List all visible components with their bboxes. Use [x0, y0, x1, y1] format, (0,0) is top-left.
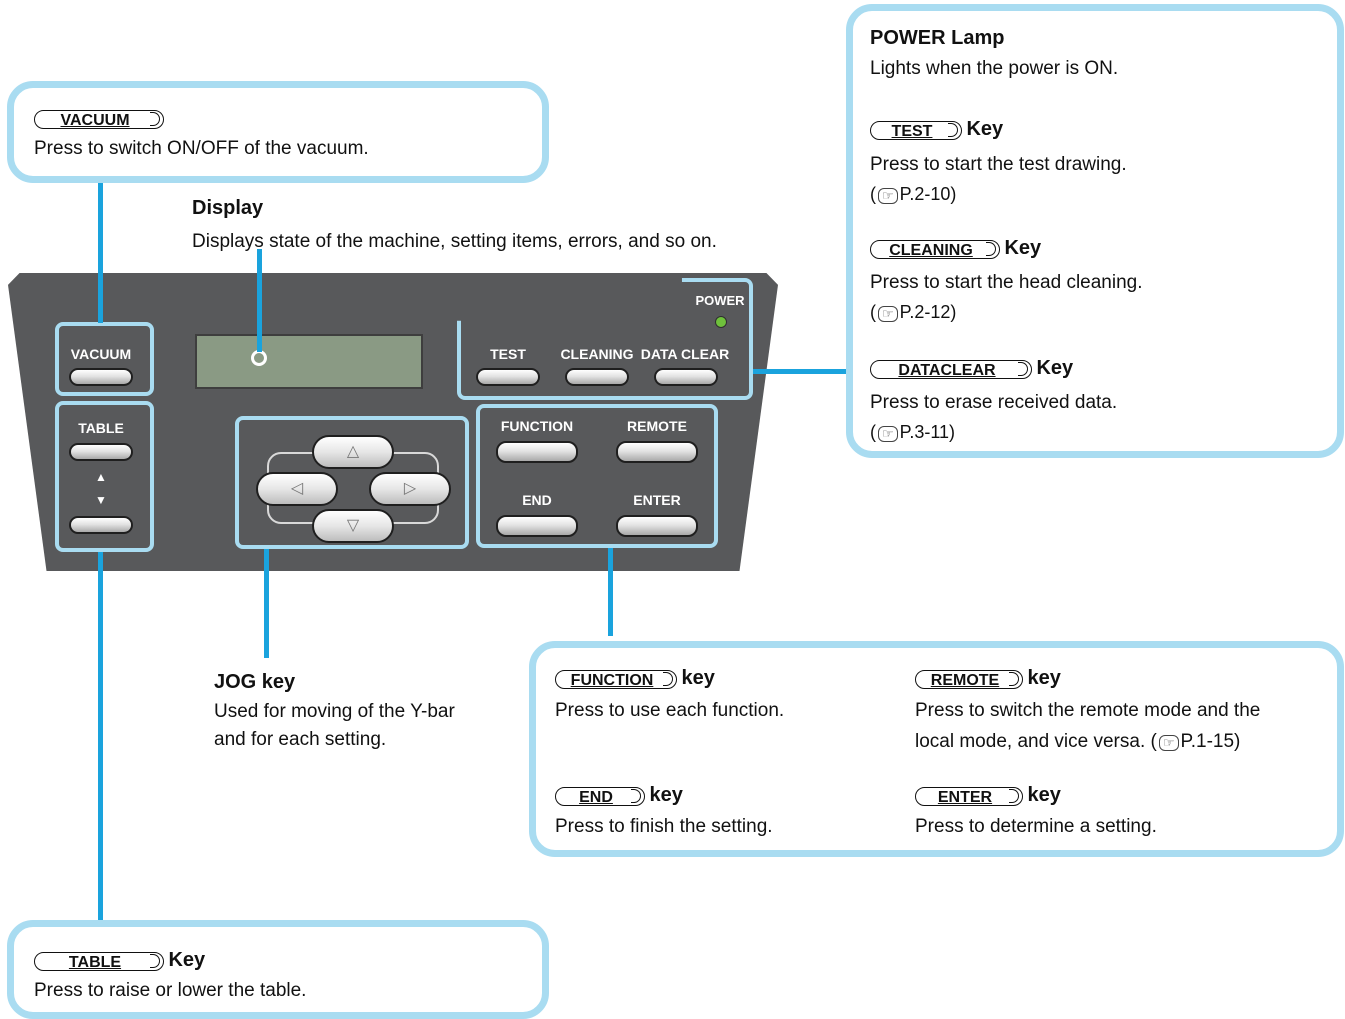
jog-down-button[interactable]: ▽ — [312, 509, 394, 543]
test-description: Press to start the test drawing. — [870, 154, 1127, 175]
function-callout: FUNCTION key Press to use each function.… — [529, 641, 1344, 857]
dataclear-key-suffix: Key — [1036, 357, 1074, 379]
jog-description-line2: and for each setting. — [214, 729, 387, 750]
function-leader-line — [608, 548, 613, 636]
cleaning-reference: (☞P.2-12) — [870, 302, 957, 322]
end-button[interactable] — [496, 515, 578, 537]
table-up-arrow: ▲ — [95, 470, 107, 484]
dataclear-description: Press to erase received data. — [870, 392, 1118, 413]
panel-label-test: TEST — [490, 346, 526, 362]
display-title: Display — [192, 197, 264, 219]
power-lamp-description: Lights when the power is ON. — [870, 58, 1119, 79]
jog-highlight — [235, 416, 469, 549]
cleaning-button[interactable] — [565, 368, 629, 386]
panel-label-enter: ENTER — [633, 492, 681, 508]
test-key-badge: TEST — [870, 121, 962, 141]
table-callout: TABLE Key Press to raise or lower the ta… — [7, 920, 549, 1019]
end-key-badge: END — [555, 787, 645, 807]
display-pointer-dot — [251, 350, 267, 366]
power-led — [715, 316, 727, 328]
enter-button[interactable] — [616, 515, 698, 537]
vacuum-callout: VACUUM Press to switch ON/OFF of the vac… — [7, 81, 549, 183]
function-key-badge: FUNCTION — [555, 670, 677, 690]
lcd-display — [195, 334, 423, 389]
table-highlight — [55, 401, 154, 552]
jog-leader-line — [264, 549, 269, 658]
reference-icon: ☞ — [878, 426, 898, 442]
remote-key-suffix: key — [1027, 667, 1061, 689]
table-key-suffix: Key — [168, 949, 206, 971]
keys-callout: POWER Lamp Lights when the power is ON. … — [846, 4, 1344, 458]
cleaning-key-badge: CLEANING — [870, 240, 1000, 260]
table-up-button[interactable] — [69, 443, 133, 461]
enter-description: Press to determine a setting. — [915, 816, 1157, 837]
enter-key-badge: ENTER — [915, 787, 1023, 807]
panel-label-cleaning: CLEANING — [560, 346, 634, 362]
end-description: Press to finish the setting. — [555, 816, 773, 837]
enter-key-suffix: key — [1027, 784, 1061, 806]
table-key-badge: TABLE — [34, 952, 164, 972]
panel-label-data-clear: DATA CLEAR — [640, 346, 730, 362]
panel-label-table: TABLE — [78, 420, 124, 436]
vacuum-button[interactable] — [69, 368, 133, 386]
test-button[interactable] — [476, 368, 540, 386]
function-key-suffix: key — [681, 667, 715, 689]
panel-label-vacuum: VACUUM — [70, 346, 132, 362]
test-key-suffix: Key — [966, 118, 1004, 140]
jog-right-button[interactable]: ▷ — [369, 472, 451, 506]
table-description: Press to raise or lower the table. — [34, 980, 307, 1001]
table-down-arrow: ▼ — [95, 493, 107, 507]
function-button[interactable] — [496, 441, 578, 463]
panel-label-function: FUNCTION — [500, 418, 574, 434]
remote-key-badge: REMOTE — [915, 670, 1023, 690]
test-group-leader-line — [753, 369, 849, 374]
jog-title: JOG key — [214, 671, 296, 693]
panel-label-power: POWER — [695, 293, 745, 308]
reference-icon: ☞ — [878, 188, 898, 204]
remote-description-line1: Press to switch the remote mode and the — [915, 700, 1261, 721]
remote-button[interactable] — [616, 441, 698, 463]
cleaning-key-suffix: Key — [1004, 237, 1042, 259]
panel-label-end: END — [522, 492, 552, 508]
remote-description-line2: local mode, and vice versa. (☞P.1-15) — [915, 731, 1241, 752]
end-key-suffix: key — [649, 784, 683, 806]
vacuum-description: Press to switch ON/OFF of the vacuum. — [34, 138, 369, 159]
jog-up-button[interactable]: △ — [312, 435, 394, 469]
display-description: Displays state of the machine, setting i… — [192, 231, 717, 252]
reference-icon: ☞ — [1158, 735, 1179, 751]
table-down-button[interactable] — [69, 516, 133, 534]
vacuum-leader-line — [98, 180, 103, 323]
dataclear-reference: (☞P.3-11) — [870, 422, 956, 442]
test-reference: (☞P.2-10) — [870, 184, 957, 204]
cleaning-description: Press to start the head cleaning. — [870, 272, 1143, 293]
display-leader-line — [257, 249, 262, 352]
jog-left-button[interactable]: ◁ — [256, 472, 338, 506]
panel-label-remote: REMOTE — [627, 418, 687, 434]
function-highlight — [476, 404, 718, 548]
vacuum-highlight — [55, 322, 154, 396]
function-description: Press to use each function. — [555, 700, 785, 721]
jog-description-line1: Used for moving of the Y-bar — [214, 701, 455, 722]
power-lamp-title: POWER Lamp — [870, 27, 1005, 49]
data-clear-button[interactable] — [654, 368, 718, 386]
dataclear-key-badge: DATACLEAR — [870, 360, 1032, 380]
reference-icon: ☞ — [878, 306, 898, 322]
table-leader-line — [98, 552, 103, 922]
vacuum-key-badge: VACUUM — [34, 110, 164, 129]
